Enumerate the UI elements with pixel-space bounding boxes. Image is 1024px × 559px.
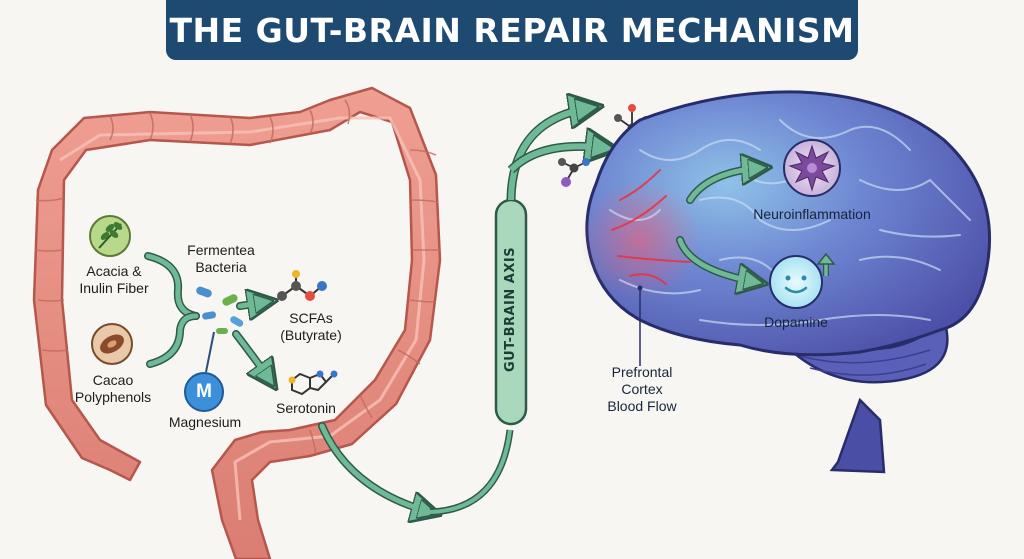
brain-arrows <box>676 168 760 282</box>
magnesium-label: Magnesium <box>168 414 242 430</box>
gut-arrows <box>144 252 430 512</box>
scfa-molecule-icon <box>277 270 327 301</box>
cacao-pod-icon <box>91 323 133 365</box>
acacia-inulin-label: Acacia & Inulin Fiber <box>62 263 166 297</box>
serotonin-molecule-icon <box>288 370 338 396</box>
neuroinflammation-label: Neuroinflammation <box>753 206 871 222</box>
acacia-label-line2: Inulin Fiber <box>79 280 149 296</box>
cacao-label-line2: Polyphenols <box>74 389 152 405</box>
scfas-label: SCFAs (Butyrate) <box>266 310 356 344</box>
gut-brain-axis-connector <box>429 108 606 516</box>
prefrontal-cortex-label: Prefrontal Cortex Blood Flow <box>592 364 692 415</box>
acacia-label-line1: Acacia & <box>86 263 142 279</box>
scfas-label-line1: SCFAs <box>289 310 333 326</box>
prefrontal-line3: Blood Flow <box>607 398 677 414</box>
cacao-polyphenols-label: Cacao Polyphenols <box>58 372 168 406</box>
colon-illustration <box>32 86 442 559</box>
bacteria-label-line2: Bacteria <box>195 259 247 275</box>
serotonin-label: Serotonin <box>276 400 336 416</box>
magnesium-symbol: M <box>196 381 212 402</box>
brain-illustration <box>580 90 992 474</box>
dopamine-label: Dopamine <box>764 314 828 330</box>
title-banner: THE GUT-BRAIN REPAIR MECHANISM <box>166 0 858 60</box>
neuroinflammation-icon <box>783 139 841 197</box>
page-title: THE GUT-BRAIN REPAIR MECHANISM <box>169 10 855 50</box>
gut-brain-axis-label: GUT-BRAIN AXIS <box>503 246 518 372</box>
cacao-label-line1: Cacao <box>92 372 134 388</box>
prefrontal-line2: Cortex <box>621 381 663 397</box>
fermented-bacteria-label: Fermentea Bacteria <box>176 242 266 276</box>
bacteria-label-line1: Fermentea <box>187 242 255 258</box>
dopamine-icon <box>769 252 836 309</box>
molecule-icon <box>558 158 590 187</box>
bacteria-icon <box>196 286 244 334</box>
prefrontal-line1: Prefrontal <box>611 364 673 380</box>
leaf-icon <box>89 215 131 257</box>
magnesium-icon <box>184 331 224 412</box>
scfas-label-line2: (Butyrate) <box>280 327 342 343</box>
